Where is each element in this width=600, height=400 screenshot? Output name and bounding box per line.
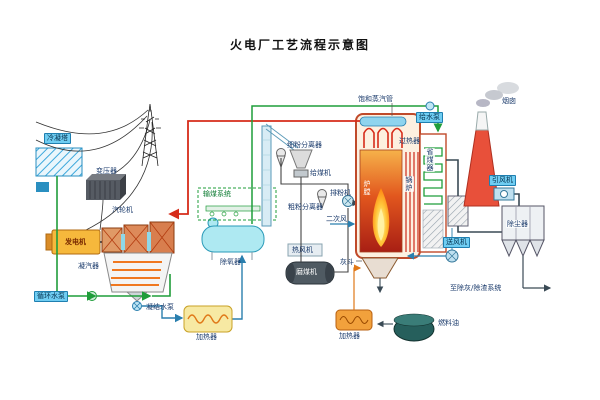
- powder-fan-label: 排粉机: [330, 189, 351, 197]
- fd-fan-label: 送风机: [443, 237, 470, 248]
- coal-lines: [280, 158, 360, 273]
- circulating-pump-label: 循环水泵: [34, 291, 68, 302]
- condensate-pump-icon: [132, 301, 142, 311]
- coal-handling-system: [197, 123, 299, 227]
- feed-pump-label: 给水泵: [416, 112, 443, 123]
- economizer-label: 省煤器: [425, 148, 436, 172]
- hot-air-box: [287, 243, 323, 257]
- ash-removal-label: 至除灰/除渣系统: [450, 284, 502, 292]
- feed-pump-icon: [425, 101, 435, 111]
- cooling-tower: [35, 147, 83, 192]
- chimney-label: 烟囱: [502, 97, 516, 105]
- fine-separator-label: 细粉分离器: [287, 141, 322, 149]
- cooling-tower-label: 冷凝塔: [44, 133, 71, 144]
- smoke-icon: [476, 99, 490, 107]
- fd-fan-icon: [406, 228, 459, 263]
- hot-air-fan-label: 热风机: [292, 246, 313, 254]
- coal-mill: [285, 261, 335, 285]
- coarse-separator-label: 粗粉分离器: [288, 203, 323, 211]
- boiler-label: 锅炉: [404, 176, 415, 192]
- lp-heater: [183, 305, 233, 333]
- oil-heater: [335, 264, 373, 331]
- ash-hopper-label: 灰斗: [340, 258, 354, 266]
- steam-turbine: [100, 221, 175, 254]
- lp-heater-label: 加热器: [196, 333, 217, 341]
- oil-heater-label: 加热器: [339, 332, 360, 340]
- deaerator: [201, 217, 265, 260]
- condensate-pump-label: 凝结水泵: [146, 303, 174, 311]
- fuel-oil-label: 燃料油: [438, 319, 459, 327]
- fuel-oil-tank: [376, 313, 435, 342]
- condensate-pipes: [142, 254, 247, 323]
- coal-bunker: [289, 149, 313, 178]
- saturated-steam-label: 饱和蒸汽管: [358, 95, 393, 103]
- condenser: [103, 252, 173, 302]
- main-steam-pipe: [168, 120, 360, 220]
- superheater-label: 过热器: [399, 137, 420, 145]
- ash-hopper-funnel: [361, 257, 399, 279]
- powder-fan-icon: [342, 195, 354, 207]
- coal-mill-label: 磨煤机: [296, 268, 317, 276]
- boiler: [355, 113, 447, 294]
- generator-label: 发电机: [65, 238, 86, 246]
- dust-collector-label: 除尘器: [506, 220, 529, 229]
- condenser-label: 凝汽器: [78, 262, 99, 270]
- id-fan-label: 引风机: [489, 175, 516, 186]
- chimney: [463, 82, 519, 207]
- coal-feeder-label: 给煤机: [310, 169, 331, 177]
- transformer: [86, 174, 126, 200]
- dust-collector: [501, 205, 552, 292]
- power-lines: [35, 109, 153, 231]
- id-fan-icon: [493, 187, 515, 201]
- transformer-label: 变压器: [96, 167, 117, 175]
- secondary-air-label: 二次风: [326, 215, 347, 223]
- label-leaders: [356, 103, 393, 262]
- furnace-label: 炉膛: [363, 180, 372, 196]
- deaerator-label: 除氧器: [220, 258, 241, 266]
- transmission-tower-icon: [139, 103, 161, 167]
- page-title: 火电厂工艺流程示意图: [229, 38, 370, 52]
- coarse-separator-icon: [317, 189, 327, 210]
- turbine-label: 汽轮机: [112, 206, 133, 214]
- superheater-tubes: [363, 127, 403, 148]
- coal-system-label: 输煤系统: [203, 190, 231, 198]
